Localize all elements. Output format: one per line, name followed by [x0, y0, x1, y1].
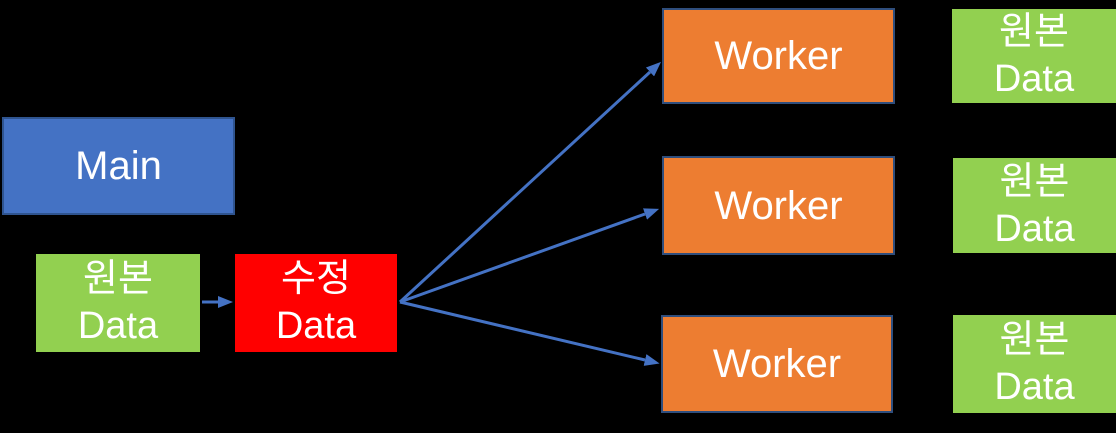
worker-node-2: Worker — [662, 156, 895, 255]
worker-2-label: Worker — [714, 183, 843, 228]
worker-source-3-label-line1: 원본 — [999, 319, 1070, 361]
worker-node-1: Worker — [662, 8, 895, 104]
worker-source-2-label-line1: 원본 — [999, 160, 1070, 203]
modified-data-label-line1: 수정 — [281, 258, 351, 300]
arrow-modified-to-worker-1 — [398, 61, 662, 304]
worker-source-1-label-line2: Data — [993, 58, 1075, 100]
main-process-node: Main — [2, 117, 235, 215]
arrow-modified-to-worker-3 — [399, 300, 660, 366]
source-data-label-line2: Data — [77, 305, 159, 347]
modified-data-node: 수정 Data — [235, 254, 397, 352]
worker-source-data-node-3: 원본 Data — [953, 315, 1116, 413]
worker-source-1-label-line1: 원본 — [999, 11, 1069, 53]
main-process-label: Main — [75, 144, 162, 188]
source-data-node: 원본 Data — [36, 254, 200, 352]
modified-data-label-line2: Data — [275, 305, 357, 347]
worker-3-label: Worker — [712, 342, 842, 386]
worker-source-3-label-line2: Data — [994, 366, 1075, 408]
worker-node-3: Worker — [661, 315, 893, 413]
worker-source-2-label-line2: Data — [994, 207, 1075, 250]
worker-source-data-node-2: 원본 Data — [953, 158, 1116, 253]
worker-1-label: Worker — [714, 34, 843, 78]
source-data-label-line1: 원본 — [83, 258, 153, 300]
arrow-modified-to-worker-2 — [399, 208, 660, 304]
worker-source-data-node-1: 원본 Data — [952, 9, 1116, 103]
